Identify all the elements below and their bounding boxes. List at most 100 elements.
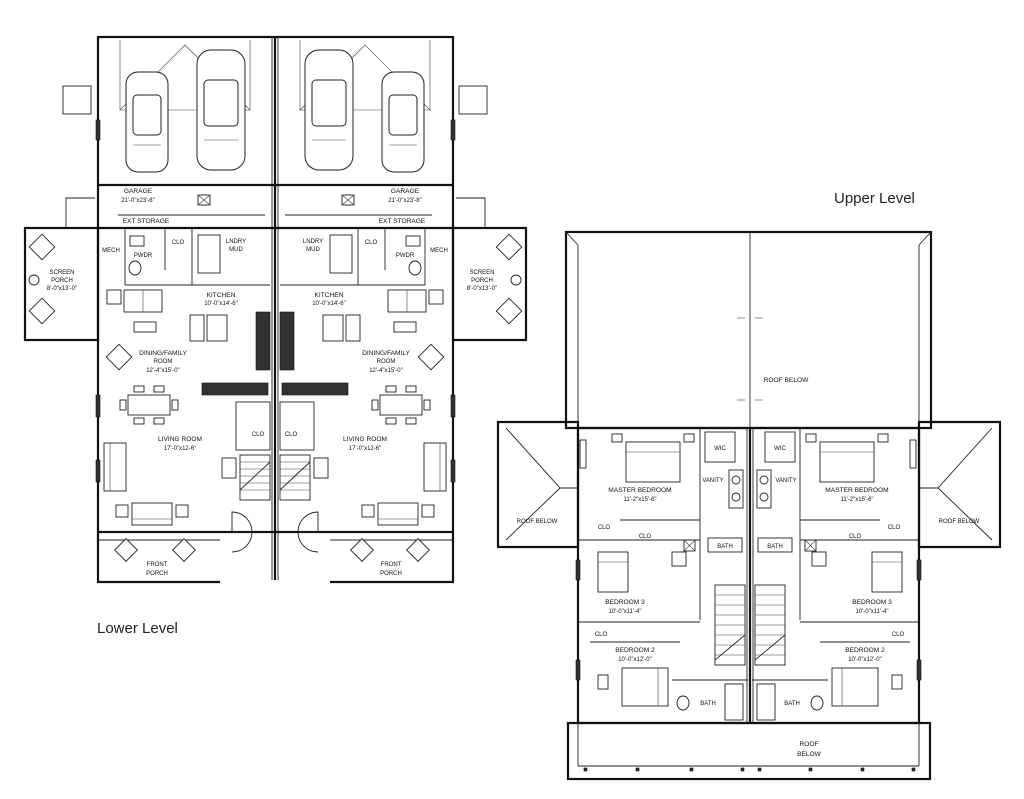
clo-label-bedroom3-left: CLO [639,534,652,540]
screen-porch-left [23,226,100,342]
laundry-label-left: LNDRY [226,239,246,245]
loveseat-icon [131,502,173,526]
end-table-icon [115,504,129,518]
bath-label-hall-right: BATH [784,701,800,707]
pwdr-label-right: PWDR [396,253,415,259]
roof-below-front [566,721,932,781]
bar-counter [322,314,344,342]
bathtub-icon [724,683,744,721]
kitchen-dim-left: 10'-0"x14'-6" [204,301,238,307]
kitchen-island [133,321,157,333]
kitchen-peninsula [281,382,349,396]
bedroom2-dim-left: 10'-0"x12'-0" [618,657,652,663]
desk-icon [671,551,687,567]
vanity-label-left: VANITY [702,478,723,484]
coat-closet-label-left: CLO [252,432,265,438]
exterior-unit-left [62,85,92,115]
front-porch-right [330,532,455,584]
bed-icon [621,667,669,707]
front-door-swing [231,511,253,533]
exterior-unit-right [458,85,488,115]
clo-label-bedroom2-left: CLO [595,632,608,638]
mech-label-right: MECH [430,248,448,254]
mech-label-left: MECH [102,248,120,254]
clo-label-master-left: CLO [598,525,611,531]
living-room-label-right: LIVING ROOM [343,436,387,443]
chair-icon [28,297,56,325]
bedroom3-label-left: BEDROOM 3 [605,599,645,606]
chair-icon [406,538,430,562]
car-icon [196,49,246,171]
bar-counter [206,314,228,342]
kitchen-island [393,321,417,333]
master-bedroom-label-right: MASTER BEDROOM [825,487,888,494]
sofa-icon [423,442,447,492]
roof-below-left [496,420,580,549]
toilet-icon [128,260,142,276]
bedroom3-dim-right: 10'-0"x11'-4" [855,609,888,615]
desk-icon [811,551,827,567]
end-table-icon [421,504,435,518]
nightstand-icon [683,433,695,443]
ext-storage-label-right: EXT STORAGE [379,218,426,225]
bed-icon [819,441,875,483]
dining-sub-right: ROOM [377,359,396,365]
clo-label-master-right: CLO [888,525,901,531]
kitchen-dim-right: 10'-0"x14'-6" [312,301,346,307]
garage-label-left: GARAGE [124,188,153,195]
sink-icon [731,475,741,485]
front-door-swing [297,531,319,553]
nightstand-icon [805,433,817,443]
vanity-label-right: VANITY [775,478,796,484]
toilet-icon [810,695,824,711]
loveseat-icon [377,502,419,526]
staircase-upper [714,584,786,666]
washer-icon [197,234,221,274]
armchair-icon [417,343,445,371]
bedroom3-label-right: BEDROOM 3 [852,599,892,606]
pwdr-label-left: PWDR [134,253,153,259]
screen-porch-sub-right: PORCH [471,278,493,284]
attic-hatch-left [197,194,211,206]
attic-hatch-right [341,194,355,206]
master-bedroom-dim-right: 11'-2"x15'-6" [840,497,873,503]
bed-icon [871,551,903,593]
screen-porch-dim-right: 8'-0"x13'-0" [467,286,497,292]
kitchen-peninsula [201,382,269,396]
upper-level-plan: ROOF BELOW ROOF BELOW ROOF BELOW MASTER … [496,230,1002,781]
dining-table-icon [119,385,179,425]
coat-closet [235,401,271,451]
lower-level-title: Lower Level [97,620,178,637]
sink-icon [405,235,421,247]
chair-icon [28,233,56,261]
dresser-icon [909,439,917,469]
roof-below-label-rear: ROOF BELOW [764,377,809,384]
chair-icon [495,297,523,325]
dining-label-left: DINING/FAMILY [139,350,187,357]
nightstand-icon [611,433,623,443]
wic-label-right: WIC [774,446,786,452]
front-porch-sub-left: PORCH [146,571,168,577]
dining-label-right: DINING/FAMILY [362,350,410,357]
front-porch-label-right: FRONT [381,562,402,568]
roof-below-label-front-line1: ROOF [799,741,818,748]
sofa-icon [103,442,127,492]
dining-dim-right: 12'-4"x15'-0" [369,368,403,374]
chair-icon [350,538,374,562]
chair-icon [172,538,196,562]
laundry-label-right: LNDRY [303,239,323,245]
front-porch-sub-right: PORCH [380,571,402,577]
side-table-icon [28,274,40,286]
sink-icon [759,492,769,502]
front-door-swing [231,531,253,553]
stove-icon [428,289,444,305]
walk-in-closet [764,431,796,463]
sink-icon [759,475,769,485]
linen-closet-icon [683,539,696,552]
roof-below-label-front-line2: BELOW [797,751,822,758]
end-table-icon [175,504,189,518]
garage-label-right: GARAGE [391,188,420,195]
roof-below-rear [564,230,933,430]
